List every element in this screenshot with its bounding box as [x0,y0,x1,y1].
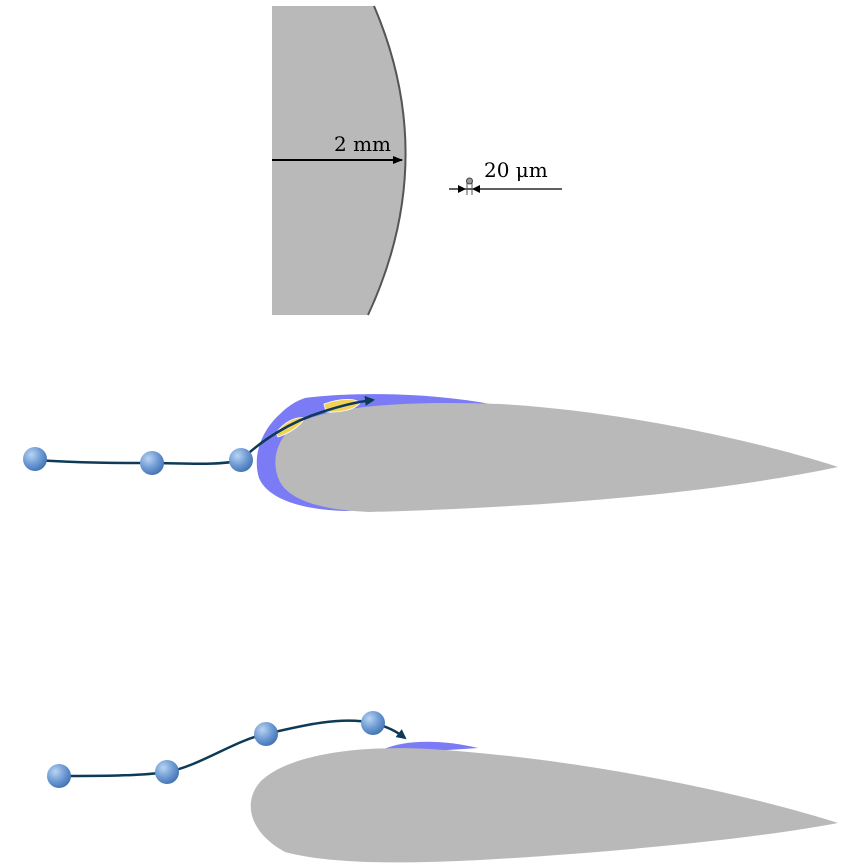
circle-icon [466,177,473,185]
sphere-icon [23,447,47,471]
airfoil [250,748,838,863]
radius-label: 2 mm [334,132,391,156]
sphere-icon [254,722,278,746]
droplet-scale: 20 μm [449,158,562,195]
sphere-icon [361,711,385,735]
right-dim-arrowhead [472,185,480,193]
sphere-icon [47,764,71,788]
droplet-size-label: 20 μm [484,158,548,182]
top-panel: 2 mm 20 μm [272,5,562,316]
left-dim-arrowhead [458,185,466,193]
sphere-icon [229,448,253,472]
middle-panel [23,394,838,512]
cylinder-outline [367,5,407,316]
bottom-panel [47,711,838,863]
sphere-icon [155,760,179,784]
sphere-icon [140,451,164,475]
airfoil [275,402,838,512]
